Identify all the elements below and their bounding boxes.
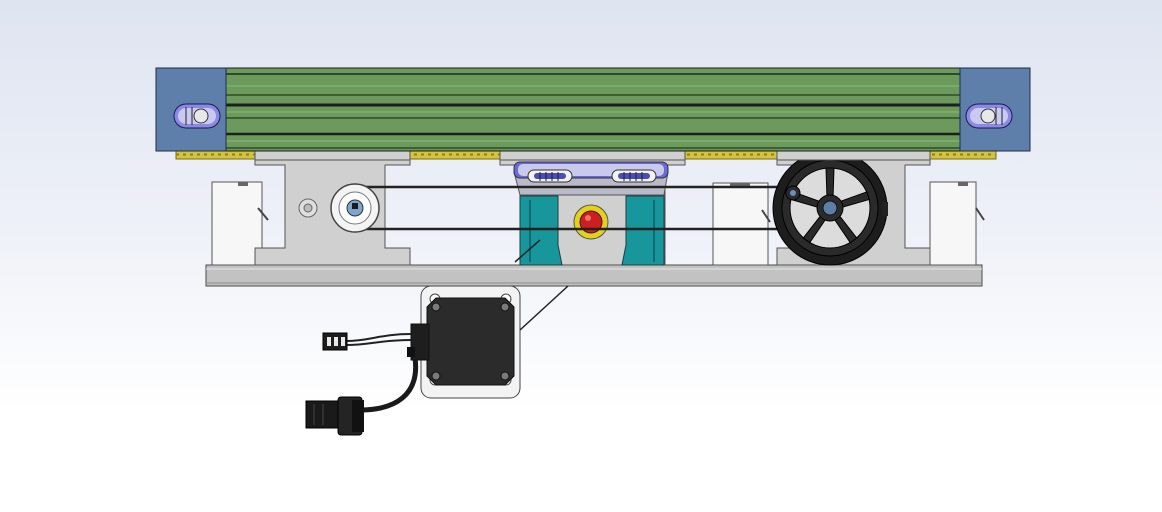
middle-support-block bbox=[712, 182, 771, 266]
power-connector-icon bbox=[305, 396, 364, 436]
base-plate bbox=[205, 264, 983, 287]
left-pulley bbox=[330, 183, 380, 233]
left-slide-block bbox=[519, 195, 563, 266]
right-end-cap bbox=[959, 67, 1031, 152]
left-end-cap bbox=[155, 67, 227, 152]
tensioner-slide-assembly bbox=[513, 161, 669, 266]
right-slide-block bbox=[621, 195, 665, 266]
conveyor-belt-body bbox=[155, 67, 1031, 152]
cable-connector-icon bbox=[322, 332, 348, 351]
handwheel-icon bbox=[772, 150, 888, 266]
stepper-motor-icon bbox=[407, 297, 515, 386]
drive-belt-lower bbox=[519, 285, 569, 331]
right-support-block bbox=[929, 181, 985, 266]
motor-cables bbox=[345, 333, 419, 413]
adjust-slot-left bbox=[527, 169, 573, 183]
adjust-slot-right bbox=[611, 169, 657, 183]
left-support-block bbox=[211, 181, 269, 266]
red-stop-button-icon bbox=[573, 204, 609, 240]
drive-belt bbox=[355, 185, 830, 263]
